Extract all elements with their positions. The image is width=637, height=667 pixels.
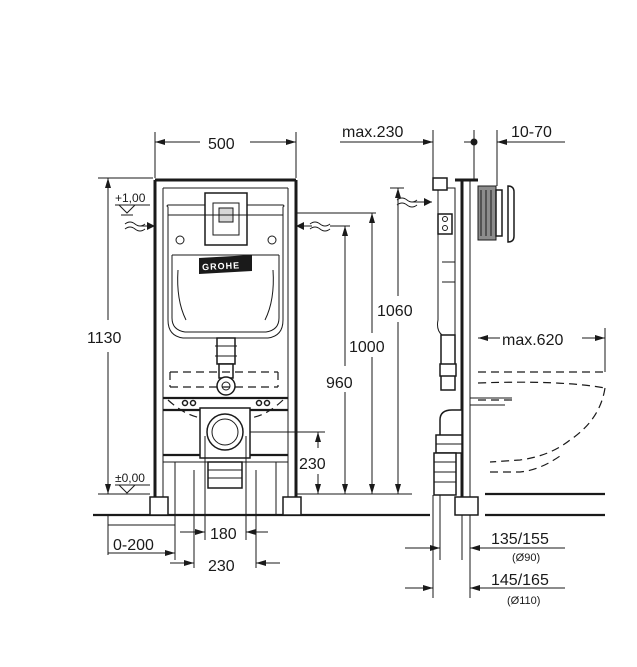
dim-height-1130-label: 1130 (87, 330, 122, 347)
level-marker-plus: +1,00 (115, 191, 150, 216)
dim-width-180: 180 (180, 436, 268, 543)
svg-text:GROHE: GROHE (202, 260, 240, 272)
flush-pipe (215, 337, 237, 396)
dim-dia-90-label: (Ø90) (512, 552, 540, 564)
dim-max-230: max.230 (340, 124, 434, 180)
bowl-outline-side (470, 371, 606, 473)
level-plus-label: +1,00 (115, 191, 146, 205)
dim-height-1000: 1000 (296, 212, 385, 494)
dim-1000-label: 1000 (349, 339, 385, 356)
dim-width-230: 230 (170, 470, 280, 575)
dim-0-200-label: 0-200 (113, 537, 154, 554)
dim-range-0-200: 0-200 (107, 500, 176, 560)
dim-dia-110-label: (Ø110) (507, 595, 540, 607)
dim-height-1130: 1130 (87, 177, 153, 495)
dim-145-165-label: 145/165 (491, 572, 549, 589)
dim-1060-label: 1060 (377, 303, 413, 320)
dim-180-label: 180 (210, 526, 237, 543)
dim-width-500: 500 (154, 132, 297, 178)
dim-max-620-label: max.620 (502, 332, 563, 349)
level-marker-zero: ±0,00 (115, 471, 150, 494)
water-supply-side-icon (396, 197, 432, 208)
dim-135-155-label: 135/155 (491, 531, 549, 548)
dim-width-500-label: 500 (208, 136, 235, 153)
dim-range-10-70: 10-70 (464, 124, 565, 186)
dim-height-1060: 1060 (377, 187, 413, 494)
floor-line (93, 492, 605, 517)
dim-max-620: max.620 (478, 328, 606, 372)
dim-135-155: 135/155 (Ø90) (405, 495, 565, 564)
dim-height-230: 230 (250, 431, 326, 494)
level-zero-label: ±0,00 (115, 471, 145, 485)
water-supply-right-icon (296, 221, 331, 232)
dim-max-230-label: max.230 (342, 124, 403, 141)
cistern: GROHE (166, 192, 285, 339)
side-frame (432, 177, 515, 516)
dim-230-horizontal-label: 230 (208, 558, 235, 575)
dim-height-960: 960 (326, 225, 353, 494)
dim-960-label: 960 (326, 375, 353, 392)
dim-10-70-label: 10-70 (511, 124, 552, 141)
drain-bend (199, 407, 251, 489)
dim-230-vertical-label: 230 (299, 456, 326, 473)
water-supply-left-icon (124, 221, 155, 232)
grohe-logo: GROHE (199, 255, 252, 274)
dim-145-165: 145/165 (Ø110) (405, 495, 565, 607)
